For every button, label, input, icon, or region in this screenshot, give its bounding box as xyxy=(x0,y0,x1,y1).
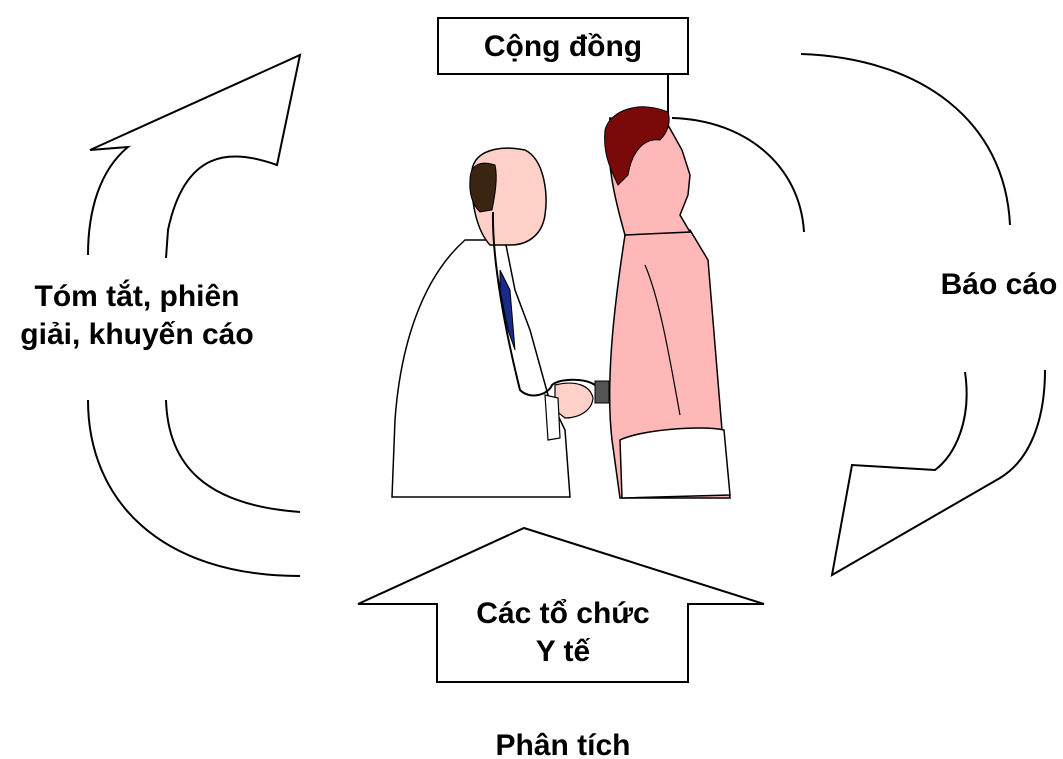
summary-label-line2: giải, khuyến cáo xyxy=(0,316,274,354)
health-org-label: Các tổ chức Y tế xyxy=(437,595,689,671)
summary-label-line1: Tóm tắt, phiên xyxy=(0,278,274,316)
analysis-label: Phân tích xyxy=(437,727,689,759)
community-label: Cộng đồng xyxy=(437,28,689,66)
report-label: Báo cáo xyxy=(935,266,1063,304)
summary-label: Tóm tắt, phiên giải, khuyến cáo xyxy=(0,278,274,354)
patient-figure xyxy=(605,107,730,498)
health-org-label-line2: Y tế xyxy=(437,633,689,671)
health-org-label-line1: Các tổ chức xyxy=(437,595,689,633)
doctor-figure xyxy=(392,148,609,497)
